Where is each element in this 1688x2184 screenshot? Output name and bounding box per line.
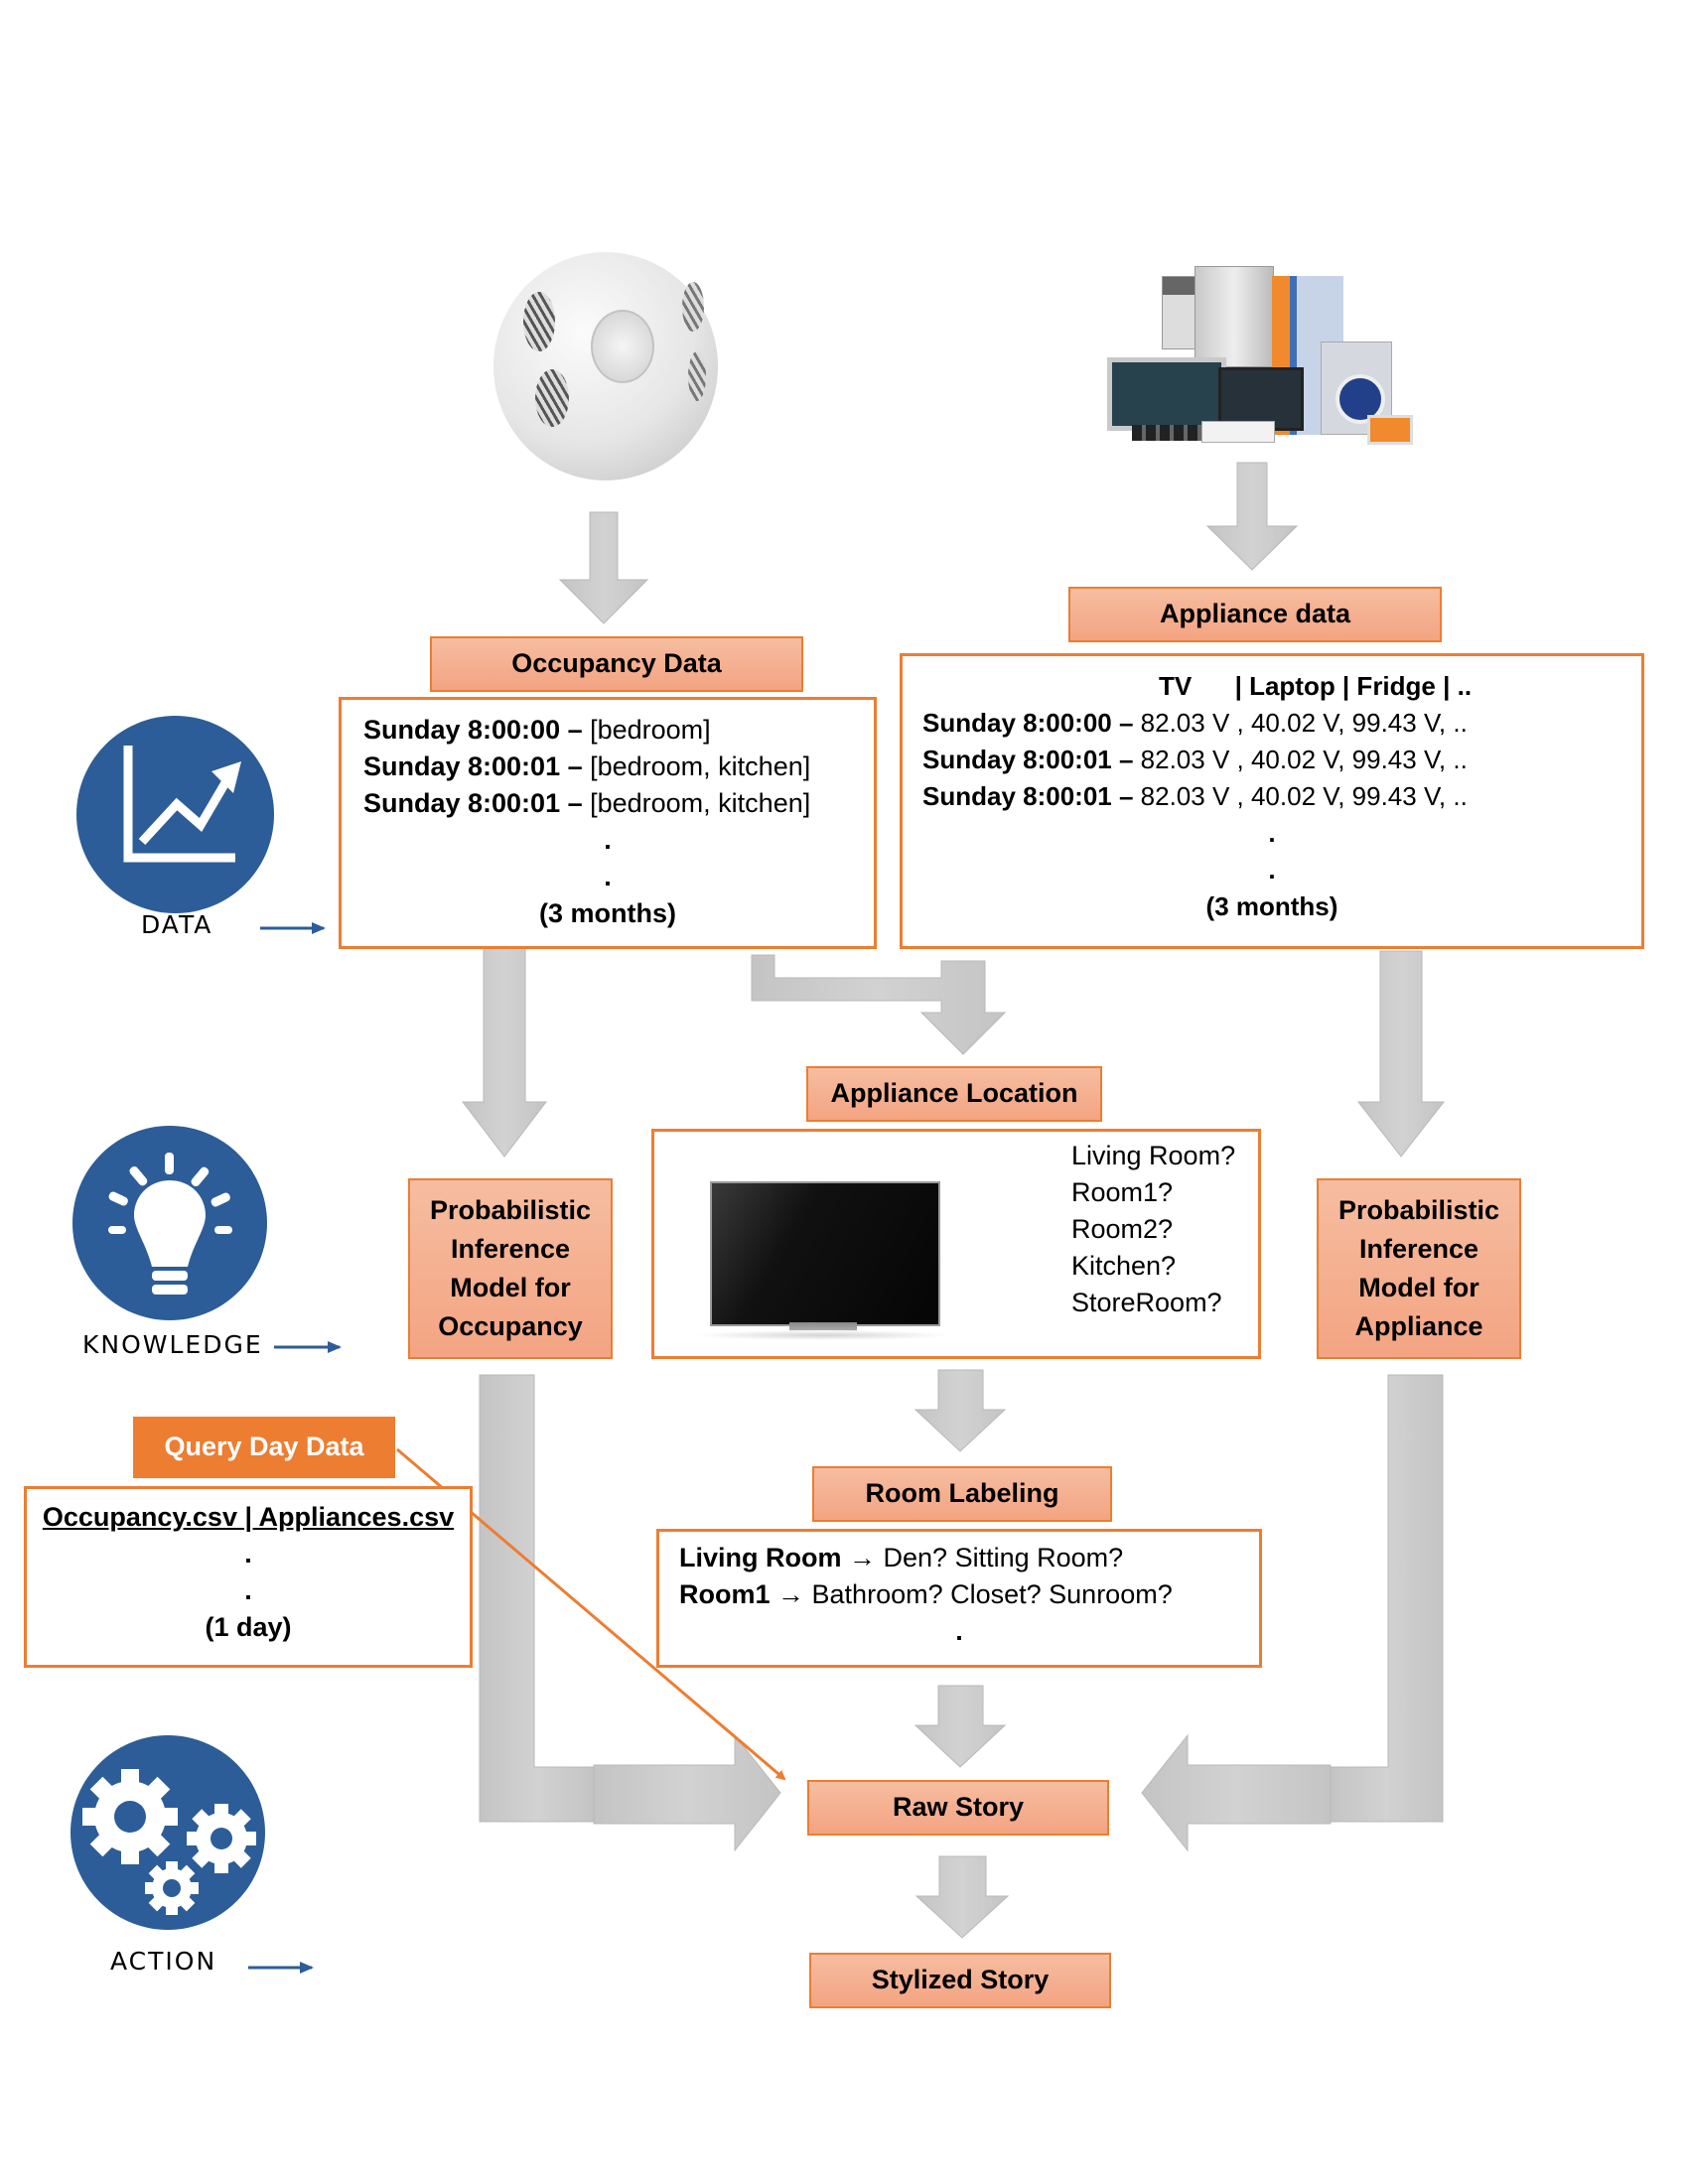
appliance-data-title: Appliance data xyxy=(1068,587,1442,642)
room-labeling-title: Room Labeling xyxy=(812,1466,1112,1522)
arrow-raw-to-stylized xyxy=(914,1855,1010,1939)
query-ellipsis: . xyxy=(244,1575,252,1605)
arrow-model-appliance-head xyxy=(1141,1733,1332,1852)
television-image xyxy=(710,1181,940,1326)
occupancy-data-title-text: Occupancy Data xyxy=(511,648,722,679)
sensor-vent xyxy=(535,369,569,427)
gears-icon xyxy=(82,1769,256,1915)
tv-large xyxy=(1107,357,1226,431)
occupancy-ellipsis: . xyxy=(604,825,612,855)
model-appliance-line: Inference xyxy=(1358,1233,1479,1264)
query-files: Occupancy.csv | Appliances.csv xyxy=(42,1502,455,1532)
tv-small xyxy=(1218,367,1304,431)
appliance-ellipsis: . xyxy=(1268,818,1276,848)
data-circle xyxy=(76,716,274,913)
appliance-location-box: Living Room? Room1? Room2? Kitchen? Stor… xyxy=(651,1129,1261,1359)
stylized-story-box: Stylized Story xyxy=(809,1953,1111,2008)
data-label: DATA xyxy=(141,910,213,939)
arrow-occupancy-to-model xyxy=(461,947,548,1158)
occupancy-data-box: Sunday 8:00:00 – [bedroom] Sunday 8:00:0… xyxy=(339,697,877,949)
stylized-story-text: Stylized Story xyxy=(871,1965,1050,1995)
arrow-model-occupancy-head xyxy=(593,1733,781,1852)
room-label-ellipsis: . xyxy=(955,1616,963,1646)
arrow-model-occupancy-to-raw-story xyxy=(479,1374,595,1823)
occupancy-sensor-image xyxy=(493,252,718,480)
raw-story-box: Raw Story xyxy=(807,1780,1109,1836)
sensor-vent xyxy=(523,292,555,351)
model-occupancy-line: Probabilistic xyxy=(429,1194,592,1225)
sensor-lens xyxy=(591,310,654,383)
action-circle xyxy=(70,1735,265,1930)
appliance-ellipsis: . xyxy=(1268,855,1276,885)
arrow-occupancy-to-location xyxy=(751,954,1007,1055)
washing-machine xyxy=(1321,341,1392,435)
knowledge-circle xyxy=(72,1126,267,1320)
microwave xyxy=(1367,415,1413,445)
sensor-vent xyxy=(688,351,706,401)
air-conditioner xyxy=(1162,276,1196,349)
occupancy-data-title: Occupancy Data xyxy=(430,636,803,692)
arrow-appliances-to-data xyxy=(1205,462,1299,571)
room-label-row: Room1 → Bathroom? Closet? Sunroom? xyxy=(679,1579,1173,1609)
occupancy-ellipsis: . xyxy=(604,862,612,891)
appliance-header: TV | Laptop | Fridge | .. xyxy=(1159,671,1473,701)
appliance-row: Sunday 8:00:01 – 82.03 V , 40.02 V, 99.4… xyxy=(922,745,1468,774)
model-occupancy-line: Model for xyxy=(450,1273,571,1302)
query-day-title: Query Day Data xyxy=(133,1417,395,1478)
query-ellipsis: . xyxy=(244,1539,252,1569)
appliance-data-box: TV | Laptop | Fridge | .. Sunday 8:00:00… xyxy=(900,653,1644,949)
arrow-sensor-to-occupancy xyxy=(558,511,649,624)
query-day-title-text: Query Day Data xyxy=(164,1432,364,1462)
appliances-image xyxy=(1077,266,1415,445)
room-candidate: Room1? xyxy=(1071,1177,1174,1207)
room-label-row: Living Room → Den? Sitting Room? xyxy=(679,1543,1124,1572)
model-appliance-line: Probabilistic xyxy=(1337,1194,1500,1225)
model-occupancy-box: Probabilistic Inference Model for Occupa… xyxy=(408,1178,613,1359)
model-occupancy-line: Inference xyxy=(450,1233,571,1264)
appliance-location-title-text: Appliance Location xyxy=(830,1078,1078,1109)
chart-trend-icon xyxy=(123,746,241,863)
arrow-location-to-labeling xyxy=(914,1369,1007,1452)
ac-split-unit xyxy=(1201,421,1275,443)
speaker-set xyxy=(1132,425,1221,441)
room-candidate: Living Room? xyxy=(1071,1141,1236,1170)
room-candidate: StoreRoom? xyxy=(1071,1288,1222,1317)
television-shadow xyxy=(694,1330,952,1340)
fridge-steel xyxy=(1195,266,1274,367)
lightbulb-icon xyxy=(108,1153,232,1295)
room-labeling-box: Living Room → Den? Sitting Room? Room1 →… xyxy=(656,1529,1262,1668)
appliance-data-title-text: Appliance data xyxy=(1159,599,1351,629)
raw-story-text: Raw Story xyxy=(892,1792,1025,1823)
arrow-model-appliance-to-raw-story xyxy=(1330,1374,1444,1823)
knowledge-label: KNOWLEDGE xyxy=(82,1330,263,1359)
appliance-duration: (3 months) xyxy=(1205,891,1338,921)
room-candidates: Living Room? Room1? Room2? Kitchen? Stor… xyxy=(1071,1138,1235,1321)
appliance-row: Sunday 8:00:01 – 82.03 V , 40.02 V, 99.4… xyxy=(922,781,1468,811)
occupancy-duration: (3 months) xyxy=(539,898,676,928)
occupancy-row: Sunday 8:00:01 – [bedroom, kitchen] xyxy=(363,788,811,818)
room-labeling-title-text: Room Labeling xyxy=(865,1478,1059,1509)
model-appliance-line: Model for xyxy=(1358,1273,1479,1302)
model-appliance-line: Appliance xyxy=(1354,1311,1483,1342)
query-day-box: Occupancy.csv | Appliances.csv . . (1 da… xyxy=(24,1486,473,1668)
room-candidate: Kitchen? xyxy=(1071,1251,1177,1281)
occupancy-row: Sunday 8:00:01 – [bedroom, kitchen] xyxy=(363,751,811,781)
appliance-row: Sunday 8:00:00 – 82.03 V , 40.02 V, 99.4… xyxy=(922,708,1468,738)
arrow-labeling-to-raw-story xyxy=(914,1685,1007,1768)
sensor-vent xyxy=(682,282,704,332)
action-label: ACTION xyxy=(110,1947,217,1976)
arrow-appliance-to-model xyxy=(1356,950,1446,1158)
occupancy-row: Sunday 8:00:00 – [bedroom] xyxy=(363,715,711,745)
query-duration: (1 day) xyxy=(205,1612,292,1642)
model-occupancy-line: Occupancy xyxy=(438,1311,583,1342)
room-candidate: Room2? xyxy=(1071,1214,1174,1244)
model-appliance-box: Probabilistic Inference Model for Applia… xyxy=(1317,1178,1521,1359)
appliance-location-title: Appliance Location xyxy=(806,1066,1102,1122)
